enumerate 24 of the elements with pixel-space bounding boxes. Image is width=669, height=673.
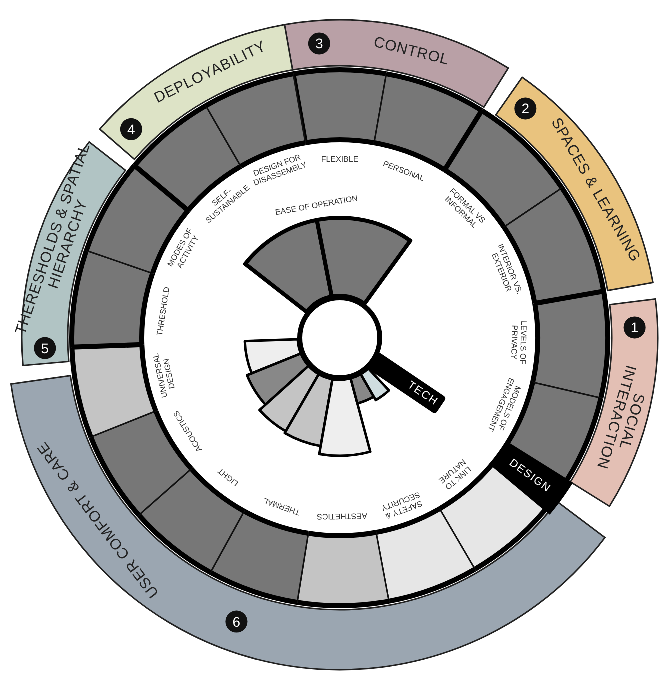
label-tab: [490, 441, 573, 515]
center-circle: [298, 296, 382, 380]
number-badge: 5: [34, 337, 56, 360]
segment-label: FLEXIBLE: [321, 156, 359, 164]
chart-wedge: [315, 216, 413, 306]
segment-label: THRESHOLD: [156, 286, 172, 337]
chart-wedge: [246, 352, 310, 406]
chart-wedge: [244, 338, 302, 375]
number-badge: 2: [514, 98, 537, 120]
chart-wedge: [318, 377, 372, 458]
segment-label: LEVELS OF PRIVACY: [508, 320, 528, 367]
number-badge: 3: [308, 32, 330, 55]
number-badge: 6: [226, 610, 248, 633]
segment-label: UNIVERSAL DESIGN: [150, 352, 178, 401]
section-label: EASE OF OPERATION: [274, 194, 359, 218]
chart-wedge: [360, 367, 390, 402]
number-badge: 1: [624, 316, 646, 339]
category-band: [284, 20, 510, 108]
chart-wedge: [284, 373, 334, 448]
ring-segment: [374, 490, 478, 604]
number-badge: 4: [120, 118, 142, 140]
segment-label: AESTHETICS: [317, 511, 368, 521]
chart-wedge: [258, 364, 320, 433]
ring-segment: [208, 496, 312, 606]
